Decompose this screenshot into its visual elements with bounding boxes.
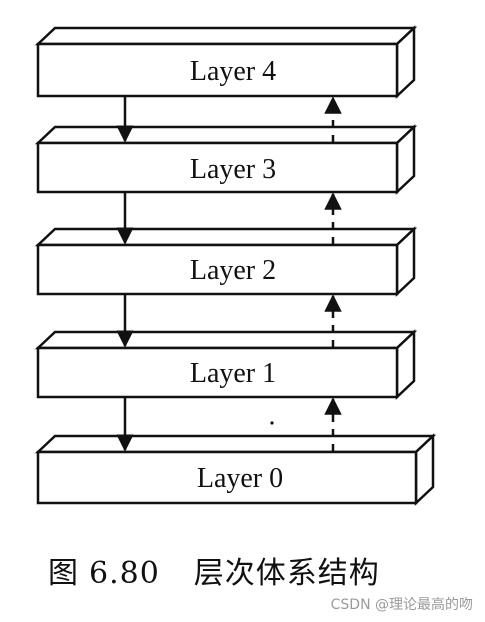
layer-0-label: Layer 0: [197, 463, 283, 494]
figure-caption: 图 6.80 层次体系结构: [48, 548, 448, 592]
layer-0-front-face: [36, 450, 418, 505]
figure-label: 图: [48, 556, 79, 591]
layer-1-front-face: [36, 346, 399, 399]
layer-4-block: Layer 4: [34, 25, 418, 99]
layer-0-top-face: [34, 434, 437, 454]
layer-4-front-face: [36, 42, 399, 98]
layer-3-front-face: [36, 141, 399, 194]
figure-title: 层次体系结构: [193, 556, 380, 591]
layer-4-label: Layer 4: [190, 56, 276, 87]
layer-3-block: Layer 3: [34, 124, 418, 195]
layer-1-label: Layer 1: [190, 358, 276, 389]
layer-2-block: Layer 2: [34, 226, 418, 297]
watermark: CSDN @理论最高的吻: [330, 597, 473, 613]
layer-2-label: Layer 2: [190, 255, 276, 286]
layer-3-top-face: [34, 125, 418, 145]
figure-number: 6.80: [89, 556, 160, 591]
stray-dot: [270, 421, 274, 425]
layer-0-block: Layer 0: [34, 433, 437, 506]
layer-1-top-face: [34, 330, 418, 350]
layer-1-block: Layer 1: [34, 329, 418, 400]
layer-4-top-face: [34, 26, 418, 46]
layer-2-front-face: [36, 243, 399, 296]
layer-2-top-face: [34, 227, 418, 247]
layer-3-label: Layer 3: [190, 154, 276, 185]
